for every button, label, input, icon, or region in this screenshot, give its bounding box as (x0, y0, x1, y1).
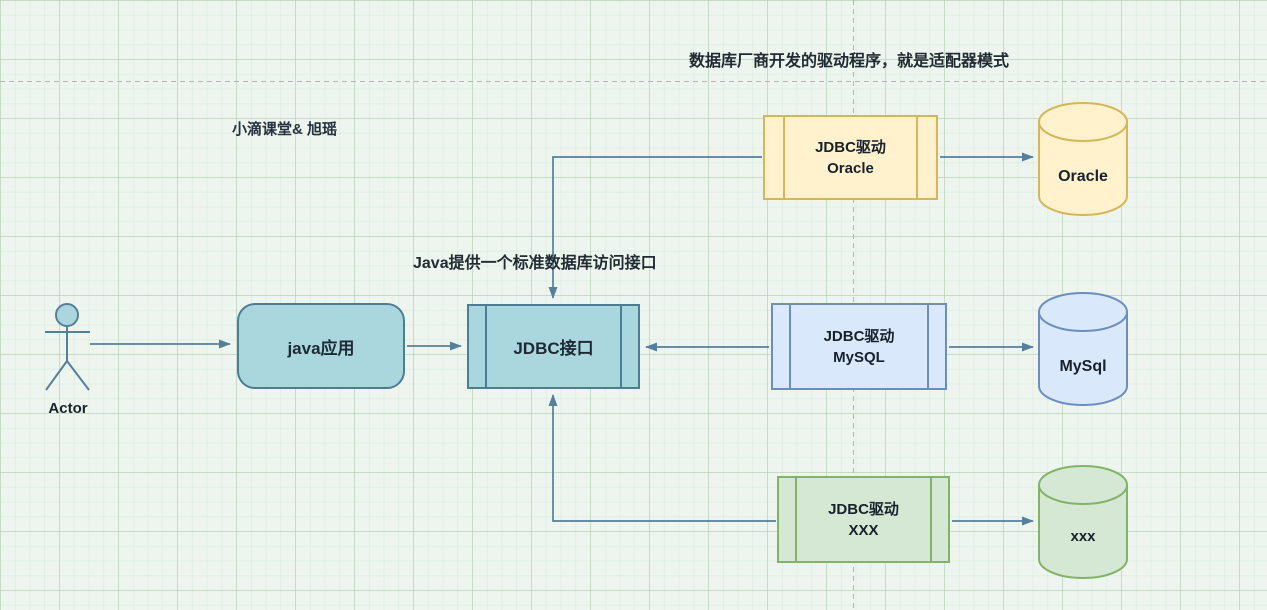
actor-leg-right (66, 360, 90, 391)
actor-head (55, 303, 79, 327)
node-java-app[interactable]: java应用 (237, 303, 405, 389)
node-driver-xxx[interactable]: JDBC驱动 XXX (777, 476, 950, 563)
db-xxx-cylinder[interactable] (1038, 465, 1128, 579)
connector-oracledriver-to-jdbc (548, 156, 762, 299)
component-bar-right (916, 117, 918, 198)
driver-xxx-line2: XXX (848, 521, 879, 539)
db-mysql-label: MySql (1059, 358, 1107, 375)
node-jdbc-interface-label: JDBC接口 (513, 339, 594, 358)
connector-xxxdriver-to-jdbc (548, 394, 776, 522)
node-driver-oracle[interactable]: JDBC驱动 Oracle (763, 115, 938, 200)
driver-oracle-line1: JDBC驱动 (815, 138, 886, 156)
driver-xxx-line1: JDBC驱动 (828, 500, 899, 518)
component-bar-left (783, 117, 785, 198)
driver-oracle-line2: Oracle (827, 159, 874, 177)
actor-label: Actor (48, 400, 88, 417)
annotation-brand: 小滴课堂& 旭瑶 (232, 121, 338, 138)
annotation-top-note: 数据库厂商开发的驱动程序，就是适配器模式 (689, 53, 1010, 70)
driver-mysql-line1: JDBC驱动 (823, 327, 895, 345)
component-bar-left (789, 305, 791, 388)
db-xxx-label: xxx (1070, 528, 1096, 545)
component-bar-right (927, 305, 929, 388)
actor-leg-left (45, 360, 68, 391)
driver-mysql-line2: MySQL (833, 348, 885, 366)
node-jdbc-interface[interactable]: JDBC接口 (467, 304, 640, 389)
component-bar-right (620, 306, 622, 387)
component-bar-right (930, 478, 932, 561)
node-java-app-label: java应用 (287, 338, 355, 358)
db-mysql-cylinder[interactable] (1038, 292, 1128, 406)
annotation-interface-note: Java提供一个标准数据库访问接口 (413, 255, 657, 272)
node-driver-mysql[interactable]: JDBC驱动 MySQL (771, 303, 947, 390)
db-oracle-cylinder[interactable] (1038, 102, 1128, 216)
component-bar-left (795, 478, 797, 561)
component-bar-left (485, 306, 487, 387)
actor-figure[interactable] (45, 303, 90, 391)
db-oracle-label: Oracle (1058, 168, 1108, 185)
